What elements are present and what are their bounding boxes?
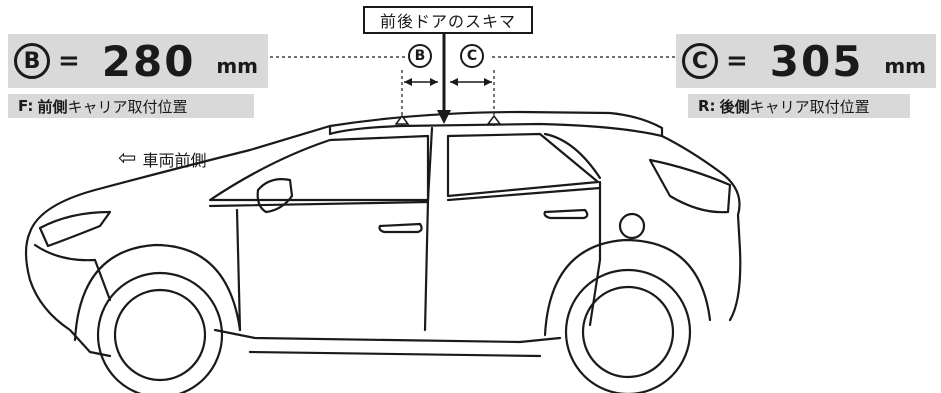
front-emphasis: 前側 xyxy=(37,97,68,116)
rear-letter-badge: C xyxy=(682,43,718,79)
door-gap-label-text: 前後ドアのスキマ xyxy=(379,12,516,31)
rear-rim xyxy=(581,285,675,379)
front-window xyxy=(208,134,430,202)
rear-caption-rest: キャリア取付位置 xyxy=(749,97,870,116)
fuel-cap xyxy=(618,212,646,240)
front-value: 280 xyxy=(101,36,196,86)
front-rim xyxy=(113,288,207,382)
front-caption: F: 前側 キャリア取付位置 xyxy=(8,94,254,118)
front-measure-panel: B = 280 mm xyxy=(8,34,268,88)
body-outline xyxy=(24,124,742,358)
roof-rail xyxy=(328,110,664,138)
side-mirror xyxy=(256,178,294,214)
rear-equals: = xyxy=(726,46,748,76)
headlight xyxy=(38,210,112,248)
rear-arch xyxy=(543,238,712,337)
rear-letter: C xyxy=(691,48,709,74)
c-pillar xyxy=(588,180,602,327)
front-equals: = xyxy=(58,46,80,76)
rear-mount-marker xyxy=(486,114,502,125)
rear-handle xyxy=(543,208,589,220)
roof-marker-b: B xyxy=(408,44,432,68)
rear-value: 305 xyxy=(769,36,864,86)
tail-light xyxy=(648,158,732,214)
left-arrow-icon: ⇦ xyxy=(118,146,137,171)
front-unit: mm xyxy=(216,54,258,78)
gap-pointer xyxy=(437,34,451,124)
front-mount-marker xyxy=(394,114,410,125)
rear-caption: R: 後側 キャリア取付位置 xyxy=(688,94,910,118)
rear-window xyxy=(446,132,600,198)
rear-emphasis: 後側 xyxy=(719,97,750,116)
front-handle xyxy=(378,222,423,234)
measure-arrows xyxy=(404,78,492,86)
rear-wheel xyxy=(564,268,692,393)
front-letter-badge: B xyxy=(14,43,50,79)
roof-marker-c: C xyxy=(460,44,484,68)
door-gap-label: 前後ドアのスキマ xyxy=(363,6,533,34)
rocker xyxy=(213,328,562,344)
front-arch xyxy=(73,243,242,342)
vehicle-front-indicator: ⇦ 車両前側 xyxy=(118,146,206,171)
roof-marker-c-label: C xyxy=(466,48,478,64)
front-caption-rest: キャリア取付位置 xyxy=(67,97,188,116)
front-prefix: F: xyxy=(18,97,34,115)
quarter-window xyxy=(543,132,602,180)
front-letter: B xyxy=(23,48,41,74)
roof-marker-b-label: B xyxy=(414,48,426,64)
front-wheel xyxy=(96,271,224,393)
rear-unit: mm xyxy=(884,54,926,78)
rear-prefix: R: xyxy=(698,97,716,115)
b-pillar xyxy=(423,126,434,332)
rear-measure-panel: C = 305 mm xyxy=(676,34,936,88)
vehicle-front-label: 車両前側 xyxy=(142,150,207,170)
